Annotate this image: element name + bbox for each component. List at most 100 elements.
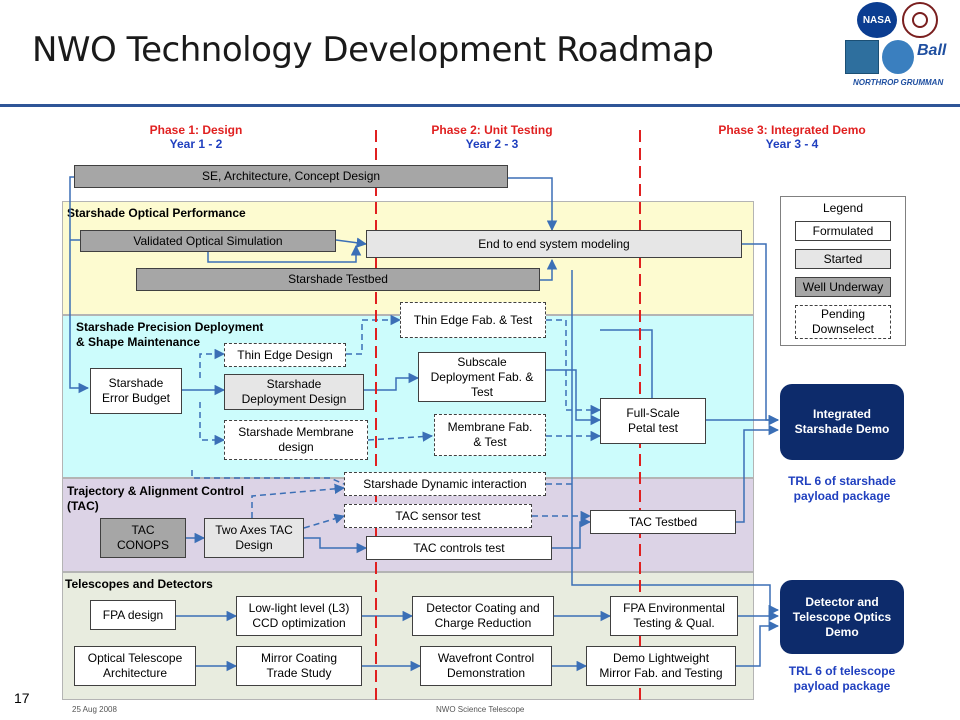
task-lightweight-mirror: Demo Lightweight Mirror Fab. and Testing [586,646,736,686]
task-full-scale-petal: Full-Scale Petal test [600,398,706,444]
page-number: 17 [14,690,30,706]
footer-date: 25 Aug 2008 [72,705,117,714]
trl-telescope: TRL 6 of telescope payload package [770,664,914,694]
dashed-thinedge-to-fab [346,314,402,355]
dashed-budget-to-thinedge [199,348,226,378]
task-subscale-deployment: Subscale Deployment Fab. & Test [418,352,546,402]
arrow-controls-to-testbed [552,516,592,549]
phase-name: Phase 3: Integrated Demo [718,123,866,137]
dashed-twoaxes-to-sensor [303,513,346,529]
task-line: Deployment Design [241,392,347,406]
band-label-line: (TAC) [67,499,99,513]
phase-years: Year 2 - 3 [465,137,519,151]
task-mirror-coating: Mirror Coating Trade Study [236,646,362,686]
arrow-petal-up [600,329,653,398]
demo-detector-telescope: Detector and Telescope Optics Demo [780,580,904,654]
arrow-se-left [69,176,90,394]
task-line: Testing & Qual. [633,616,715,630]
dashed-membrane-to-fab [367,431,434,442]
dashed-deploy-to-dynamic [191,470,345,485]
university-seal-logo [902,2,938,38]
northrop-grumman-logo: NORTHROP GRUMMAN [853,78,944,87]
demo-line: Starshade Demo [794,422,890,436]
page-title: NWO Technology Development Roadmap [32,30,714,70]
arrow-deploy-to-subscale [364,372,420,391]
task-line: Design [235,538,273,552]
task-optical-telescope-arch: Optical Telescope Architecture [74,646,196,686]
arrow-subscale-to-petal [546,369,602,426]
arrow-testbed-e2e [540,258,558,281]
dashed-budget-to-membrane [199,402,226,446]
legend-line: Pending [820,307,866,321]
task-line: FPA Environmental [623,601,725,615]
task-line: Two Axes TAC [215,523,293,537]
task-line: TAC [131,523,155,537]
task-line: Trade Study [266,666,332,680]
task-line: Starshade [108,376,164,390]
legend-started: Started [795,249,891,269]
task-line: Demo Lightweight [612,651,710,665]
task-thin-edge-fab: Thin Edge Fab. & Test [400,302,546,338]
task-line: design [278,440,314,454]
task-line: Starshade [266,377,322,391]
task-dynamic-interaction: Starshade Dynamic interaction [344,472,546,496]
task-line: Test [470,384,493,399]
task-low-light-ccd: Low-light level (L3) CCD optimization [236,596,362,636]
seal-inner-icon [912,12,928,28]
dashed-fab-to-petal [546,319,602,416]
task-validated-optical-simulation: Validated Optical Simulation [80,230,336,252]
nasa-logo-text: NASA [862,14,892,26]
task-line: Mirror Coating [260,651,338,665]
phase-name: Phase 1: Design [149,123,243,137]
band-label-optical: Starshade Optical Performance [67,206,246,220]
task-membrane-fab: Membrane Fab. & Test [434,414,546,456]
task-se-architecture: SE, Architecture, Concept Design [74,165,508,188]
legend-panel: Legend Formulated Started Well Underway … [780,196,906,346]
task-wavefront-control: Wavefront Control Demonstration [420,646,552,686]
arrow-e2e-to-detector-demo [571,270,780,616]
trl-starshade: TRL 6 of starshade payload package [770,474,914,504]
arrow-tactestbed-to-demo [736,424,780,523]
task-line: CCD optimization [252,616,346,630]
band-label-line: Trajectory & Alignment Control [67,484,244,498]
trl-line: TRL 6 of telescope [788,664,896,678]
legend-title: Legend [822,201,864,215]
dashed-twoaxes-to-dynamic [251,483,346,518]
task-tac-sensor-test: TAC sensor test [344,504,532,528]
ball-logo-text: Ball [917,42,947,59]
task-line: Full-Scale [626,406,680,420]
demo-line: Telescope Optics [792,609,892,624]
band-label-telescopes: Telescopes and Detectors [65,577,213,591]
task-line: Mirror Fab. and Testing [599,666,723,680]
task-starshade-testbed: Starshade Testbed [136,268,540,291]
arrow-lightweight-to-demo [736,620,780,667]
task-line: Deployment Fab. & [430,369,534,384]
task-line: Architecture [102,666,168,680]
task-line: Petal test [627,421,679,435]
task-line: Optical Telescope [87,651,183,665]
task-membrane-design: Starshade Membrane design [224,420,368,460]
task-fpa-design: FPA design [90,600,176,630]
band-label-tac: Trajectory & Alignment Control (TAC) [67,484,244,514]
arrow-e2e-to-demo [742,243,780,426]
arrow-sim-to-e2e [335,237,368,248]
legend-pending: Pending Downselect [795,305,891,339]
task-error-budget: Starshade Error Budget [90,368,182,414]
task-line: Charge Reduction [434,616,532,630]
arrow-twoaxes-to-controls [304,537,368,554]
title-rule [0,104,960,107]
ball-logo: Ball [917,42,955,72]
task-thin-edge-design: Thin Edge Design [224,343,346,367]
task-line: Error Budget [101,391,171,405]
task-detector-coating: Detector Coating and Charge Reduction [412,596,554,636]
task-line: Detector Coating and [426,601,540,615]
band-label-line: & Shape Maintenance [76,335,201,349]
state-seal-logo [882,40,914,74]
task-line: Starshade Membrane [238,425,354,439]
task-tac-testbed: TAC Testbed [590,510,736,534]
task-line: Membrane Fab. [447,420,533,434]
footer-center: NWO Science Telescope [436,705,525,714]
demo-line: Detector and [805,594,879,609]
trl-line: TRL 6 of starshade [788,474,896,488]
trl-line: payload package [793,679,891,693]
